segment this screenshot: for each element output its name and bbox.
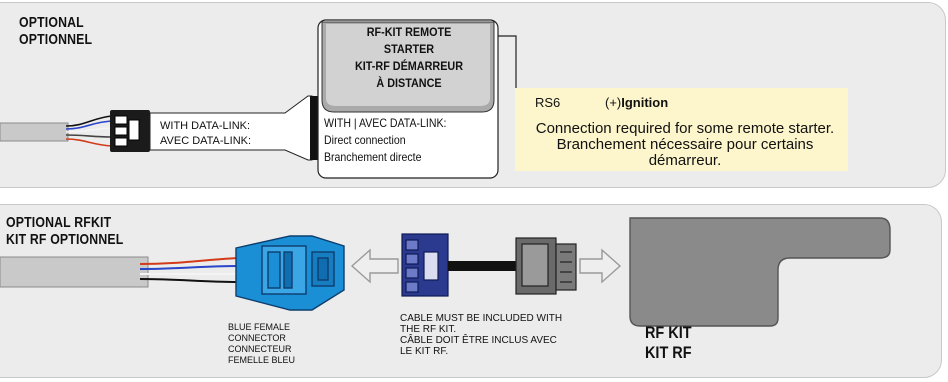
optionnel-heading: OPTIONNEL xyxy=(19,31,93,48)
module-title-line2: STARTER xyxy=(383,42,435,56)
rf-kit-label: RF KIT KIT RF xyxy=(645,323,692,363)
rf-kit-label-line1: RF KIT xyxy=(645,323,692,342)
harness-wires xyxy=(65,115,113,147)
module-title-line4: À DISTANCE xyxy=(376,76,442,90)
module-title: RF-KIT REMOTE STARTER KIT-RF DÉMARREUR À… xyxy=(343,24,474,92)
module-note-line3: Branchement directe xyxy=(324,150,422,164)
cable-caption-line1: CABLE MUST BE INCLUDED WITH xyxy=(400,313,563,324)
main-cable xyxy=(0,122,69,142)
module-note-line1: WITH | AVEC DATA-LINK: xyxy=(324,116,447,130)
cable-caption-line2: THE RF KIT. xyxy=(400,324,457,335)
rf-cable-connector-navy xyxy=(401,233,449,297)
rf-kit-module xyxy=(317,19,499,179)
blue-connector-caption-line3: CONNECTEUR xyxy=(228,344,292,354)
rf-kit-label-line2: KIT RF xyxy=(645,343,692,362)
datalink-connector xyxy=(110,110,150,152)
cable-caption: CABLE MUST BE INCLUDED WITH THE RF KIT. … xyxy=(400,313,562,357)
module-title-line3: KIT-RF DÉMARREUR xyxy=(355,59,463,73)
rs6-function-name: Ignition xyxy=(621,95,669,110)
cable-caption-line3: CÂBLE DOIT ÊTRE INCLUS AVEC xyxy=(400,335,557,346)
blue-connector-caption: BLUE FEMALE CONNECTOR CONNECTEUR FEMELLE… xyxy=(228,322,295,366)
blue-connector-caption-line4: FEMELLE BLEU xyxy=(228,355,296,365)
rs6-note-text: Connection required for some remote star… xyxy=(535,120,835,169)
datalink-label-fr: AVEC DATA-LINK: xyxy=(160,135,252,147)
rs6-note-box xyxy=(515,88,848,171)
rs6-lead xyxy=(498,35,517,88)
blue-connector-caption-line2: CONNECTOR xyxy=(228,333,286,343)
blue-female-connector xyxy=(235,235,345,311)
arrow-right-icon xyxy=(579,248,622,284)
cable-caption-line4: LE KIT RF. xyxy=(400,346,449,357)
module-plug xyxy=(310,96,320,160)
rs6-pin-label: RS6 xyxy=(535,95,561,110)
optional-heading: OPTIONAL xyxy=(19,14,84,31)
rs6-function-label: (+)Ignition xyxy=(605,95,668,110)
module-title-line1: RF-KIT REMOTE xyxy=(366,25,452,39)
rf-cable-connector-gray xyxy=(515,237,577,295)
module-note-line2: Direct connection xyxy=(324,133,406,147)
rf-kit-cable xyxy=(448,261,516,271)
optional-rfkit-heading: OPTIONAL RFKIT xyxy=(6,214,112,231)
datalink-label-en: WITH DATA-LINK: xyxy=(160,120,251,132)
arrow-left-icon xyxy=(350,248,399,284)
kit-rf-optionnel-heading: KIT RF OPTIONNEL xyxy=(6,231,124,248)
rs6-polarity: (+) xyxy=(605,95,622,110)
rf-cable xyxy=(0,256,149,288)
rf-kit-unit xyxy=(629,217,891,327)
rf-harness-wires xyxy=(139,257,239,283)
blue-connector-caption-line1: BLUE FEMALE xyxy=(228,322,291,332)
